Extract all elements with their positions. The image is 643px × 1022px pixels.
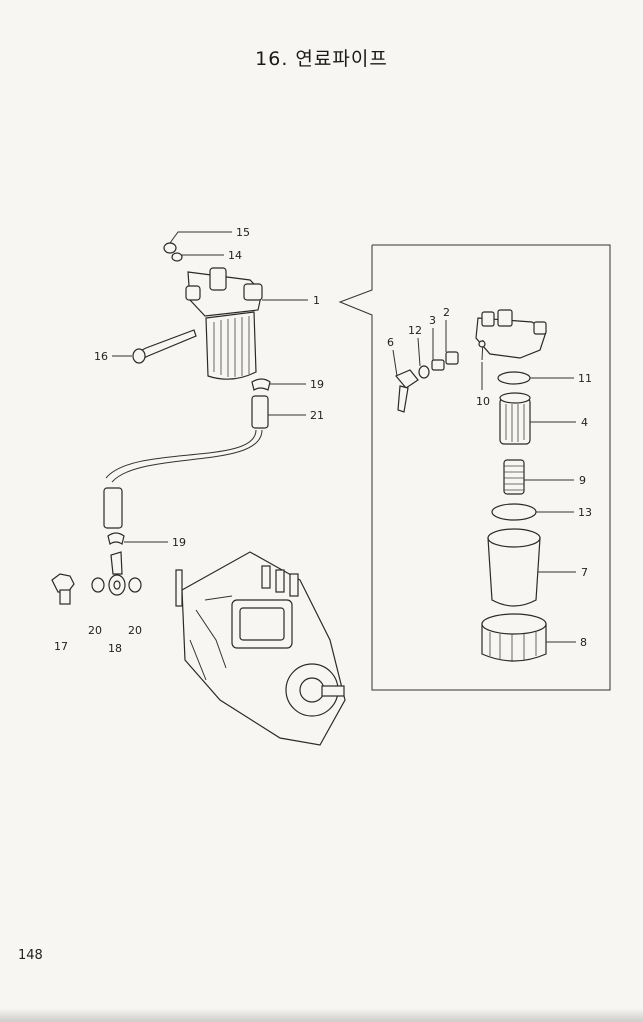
banjo-fitting-set [51,551,142,605]
callout-14: 14 [228,249,242,262]
callout-12: 12 [408,324,422,337]
callout-6: 6 [387,336,394,349]
detail-filter-head [475,309,547,359]
page-number: 148 [18,948,43,963]
detail-o-ring-11 [497,371,531,385]
leader-lines [112,231,576,643]
callout-3: 3 [429,314,436,327]
filter-detail-box [338,244,611,691]
callout-21: 21 [310,409,324,422]
callout-11: 11 [578,372,592,385]
fuel-hose-assembly [103,378,271,545]
callout-1: 1 [313,294,320,307]
callout-20-left: 20 [88,624,102,637]
callout-19-upper: 19 [310,378,324,391]
detail-o-ring-13 [491,503,537,521]
callout-9: 9 [579,474,586,487]
callout-labels: 15 14 1 16 19 21 19 17 20 18 20 2 3 12 6… [54,226,592,655]
callout-16: 16 [94,350,108,363]
callout-17: 17 [54,640,68,653]
fuel-filter-assembly [132,242,263,380]
callout-20-right: 20 [128,624,142,637]
callout-13: 13 [578,506,592,519]
callout-2: 2 [443,306,450,319]
callout-15: 15 [236,226,250,239]
callout-19-lower: 19 [172,536,186,549]
detail-spring-9 [503,459,525,495]
detail-filter-element-4 [499,392,531,445]
detail-ring-nut-8 [481,613,547,662]
callout-7: 7 [581,566,588,579]
detail-small-parts [395,339,486,413]
page-title: 16. 연료파이프 [255,48,388,70]
detail-filter-cup-7 [487,528,541,607]
callout-10: 10 [476,395,490,408]
callout-18: 18 [108,642,122,655]
injection-pump [175,551,346,746]
callout-4: 4 [581,416,588,429]
scan-edge-shading [0,1008,643,1022]
callout-8: 8 [580,636,587,649]
